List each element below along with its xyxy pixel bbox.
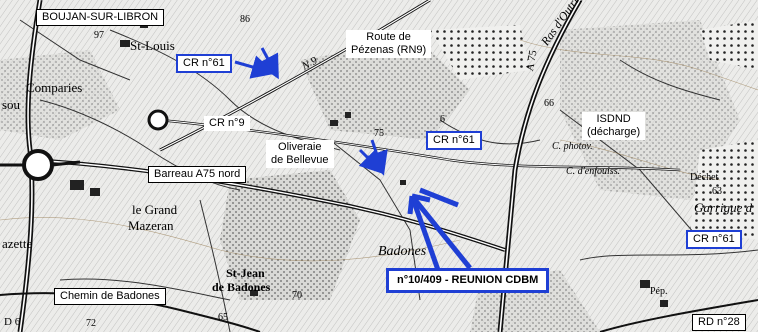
spot-height: 6 — [440, 114, 445, 125]
spot-height: 63 — [712, 186, 722, 197]
scrub-area — [690, 140, 758, 240]
roundabout-icon — [22, 149, 54, 181]
place-badones: Badones — [378, 244, 427, 259]
scrub-area — [700, 20, 758, 70]
place-sou: sou — [2, 97, 21, 112]
label-barreau: Barreau A75 nord — [148, 166, 247, 183]
rd28-road — [599, 299, 758, 332]
place-st-louis: St-Louis — [130, 38, 175, 53]
label-cr9: CR n°9 — [204, 116, 250, 131]
spot-height: 97 — [94, 30, 104, 41]
place-azette: azette — [2, 236, 33, 251]
place-mazeran: Mazeran — [128, 218, 174, 233]
place-comparies: Comparies — [26, 80, 83, 95]
meeting-arrows — [407, 187, 472, 271]
label-isdnd: ISDND (décharge) — [582, 112, 646, 140]
spot-height: 66 — [544, 98, 554, 109]
place-garrigue: Garrigue d — [694, 200, 753, 215]
spot-height: 75 — [374, 128, 384, 139]
place-st-jean: St-Jean — [226, 266, 265, 280]
label-rd28: RD n°28 — [692, 314, 746, 331]
place-denfouiss: C. d'enfouiss. — [566, 166, 621, 177]
label-cr61-b: CR n°61 — [426, 131, 482, 150]
label-route: Route de Pézenas (RN9) — [346, 30, 432, 58]
label-commune: BOUJAN-SUR-LIBRON — [36, 9, 165, 26]
label-cr61-a: CR n°61 — [176, 54, 232, 73]
road-d-label: D 6 — [4, 316, 21, 328]
place-pep: Pép. — [650, 286, 668, 297]
place-le-grand: le Grand — [132, 202, 178, 217]
roundabout-icon — [147, 109, 169, 131]
place-de-badones: de Badones — [212, 280, 271, 294]
place-dechet: Déchet — [690, 172, 719, 183]
label-oliveraie: Oliveraie de Bellevue — [266, 140, 334, 168]
spot-height: 72 — [86, 318, 96, 329]
label-meeting: n°10/409 - REUNION CDBM — [386, 268, 550, 293]
location-arrows — [234, 47, 388, 176]
vineyard-area — [300, 40, 470, 140]
place-photov: C. photov. — [552, 141, 593, 152]
label-chemin: Chemin de Badones — [54, 288, 166, 305]
spot-height: 86 — [240, 14, 250, 25]
chemin-badones-road — [0, 292, 261, 332]
label-cr61-c: CR n°61 — [686, 230, 742, 249]
scrub-area — [430, 25, 530, 80]
spot-height: 65 — [218, 312, 228, 323]
spot-height: 70 — [292, 290, 302, 301]
contours — [0, 39, 758, 262]
vineyard-area — [560, 20, 740, 200]
